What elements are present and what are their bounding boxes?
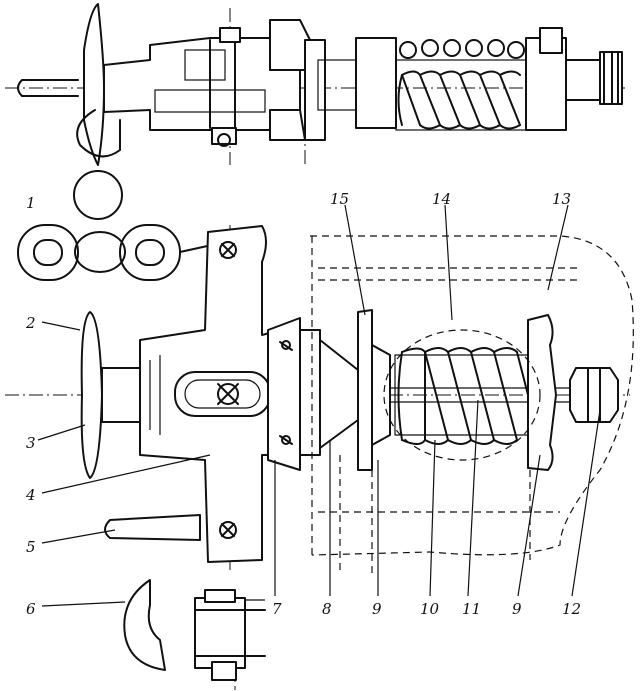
buffer-disk <box>80 311 103 479</box>
frame-outline <box>310 235 634 556</box>
label-9a: 9 <box>372 600 382 618</box>
label-1: 1 <box>26 194 36 212</box>
label-12: 12 <box>562 600 581 618</box>
callout-labels: 1 2 3 4 5 6 7 8 9 10 11 9 12 13 14 15 <box>25 190 581 618</box>
label-10: 10 <box>420 600 440 618</box>
label-2: 2 <box>25 314 36 332</box>
label-5: 5 <box>26 538 36 556</box>
label-13: 13 <box>552 190 571 208</box>
label-9b: 9 <box>512 600 522 618</box>
spring-pocket <box>383 329 541 461</box>
label-4: 4 <box>25 486 36 504</box>
top-elevation-view <box>5 3 625 220</box>
label-15: 15 <box>330 190 349 208</box>
coil-spring <box>394 347 531 445</box>
lower-plan-view <box>5 224 634 690</box>
label-14: 14 <box>432 190 451 208</box>
chain <box>17 224 213 281</box>
label-8: 8 <box>322 600 332 618</box>
label-6: 6 <box>26 600 36 618</box>
label-7: 7 <box>272 600 282 618</box>
label-11: 11 <box>462 600 481 618</box>
label-3: 3 <box>26 434 36 452</box>
leader-lines <box>37 204 601 607</box>
